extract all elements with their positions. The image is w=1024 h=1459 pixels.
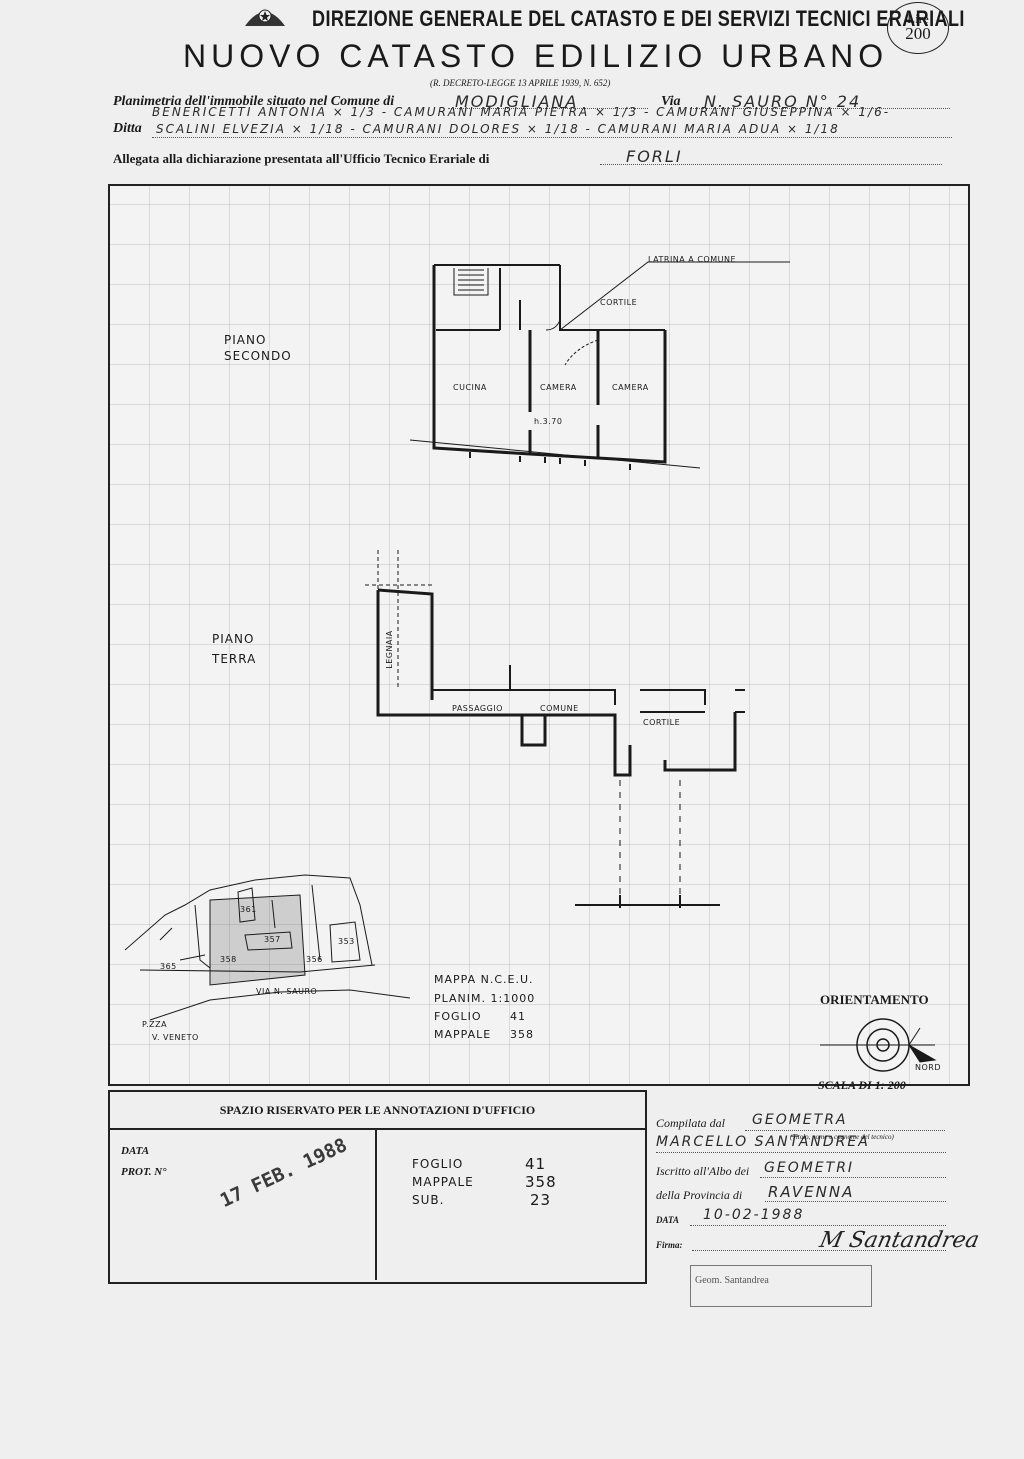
compiler-name-hint: (Titolo, nome e cognome del tecnico) [790,1133,894,1141]
foglio-map-value: 41 [510,1010,526,1023]
compiler-data-value: 10-02-1988 [703,1207,805,1223]
floor-plan-area [108,184,970,1086]
comune-line [448,108,648,109]
parcel-358: 358 [220,955,237,964]
height-label: h.3.70 [534,417,563,426]
office-box-title: SPAZIO RISERVATO PER LE ANNOTAZIONI D'UF… [110,1092,645,1130]
provincia-line [765,1201,946,1202]
office-sub-value: 23 [530,1191,552,1209]
compiler-data-label: DATA [656,1215,680,1225]
albo-value: GEOMETRI [764,1160,855,1176]
scale-label: SCALA DI 1: 200 [818,1078,906,1092]
parcel-361: 361 [240,905,257,914]
firma-line [692,1250,946,1251]
street-label: VIA N. SAURO [256,987,318,996]
office-mappale-label: MAPPALE [412,1175,474,1189]
ufficio-value: FORLI [626,147,683,166]
office-box-divider [375,1130,377,1280]
office-sub-label: SUB. [412,1193,445,1207]
firma-label: Firma: [656,1240,683,1250]
cortile-top-label: CORTILE [600,298,638,307]
albo-line [760,1177,946,1178]
piano-secondo-label-2: SECONDO [224,349,292,363]
piano-terra-label-2: TERRA [212,652,257,666]
comune-value: MODIGLIANA [455,92,579,111]
legnaia-label: LEGNAIA [384,630,394,669]
office-foglio-label: FOGLIO [412,1157,464,1171]
via-value: N. SAURO N° 24 [704,92,862,111]
office-foglio-value: 41 [525,1155,547,1173]
parcel-365: 365 [160,962,177,971]
signature: M Santandrea [817,1228,982,1253]
mappale-map-label: MAPPALE [434,1028,492,1041]
compiler-name: MARCELLO SANTANDREA [656,1134,870,1150]
piazza-label-1: P.ZZA [142,1020,168,1029]
latrina-label: LATRINA A COMUNE [648,255,736,264]
via-label: Via [661,94,681,109]
owners-line-2: SCALINI ELVEZIA × 1/18 - CAMURANI DOLORE… [156,122,840,136]
cortile-bottom-label: CORTILE [643,718,681,727]
owners-line-1: BENERICETTI ANTONIA × 1/3 - CAMURANI MAR… [152,105,891,119]
office-annotations-box: SPAZIO RISERVATO PER LE ANNOTAZIONI D'UF… [108,1090,647,1284]
orientation-title: ORIENTAMENTO [820,992,929,1007]
mappale-map-value: 358 [510,1028,534,1041]
document-title: NUOVO CATASTO EDILIZIO URBANO [183,38,889,74]
parcel-357: 357 [264,935,281,944]
compilata-label: Compilata dal [656,1116,726,1130]
fee-label: Lire [907,11,929,26]
via-line [690,108,950,109]
surveyor-stamp-text: Geom. Santandrea [695,1275,769,1286]
republic-emblem-icon [245,9,285,26]
piano-terra-label-1: PIANO [212,632,255,646]
piano-secondo-label-1: PIANO [224,333,267,347]
agency-heading: DIREZIONE GENERALE DEL CATASTO E DEI SER… [312,6,965,31]
albo-label: Iscritto all'Albo dei [656,1164,750,1178]
nord-label: NORD [915,1063,941,1072]
office-mappale-value: 358 [525,1173,557,1191]
camera-label-1: CAMERA [540,383,577,392]
fee-value: 200 [905,24,931,43]
parcel-353: 353 [338,937,355,946]
mappa-label: MAPPA N.C.E.U. [434,973,534,986]
compilata-line [745,1130,945,1131]
compiler-data-line [690,1225,946,1226]
scale-value: 200 [887,1078,906,1092]
piazza-label-2: V. VENETO [152,1033,199,1042]
comune-label: COMUNE [540,704,579,713]
office-data-label: DATA [121,1145,150,1157]
passaggio-label: PASSAGGIO [452,704,503,713]
fee-stamp: Lire 200 [887,2,949,54]
foglio-map-label: FOGLIO [434,1010,482,1023]
planim-label: PLANIM. 1:1000 [434,992,536,1005]
provincia-label: della Provincia di [656,1188,743,1202]
provincia-value: RAVENNA [768,1183,855,1201]
office-prot-label: PROT. N° [121,1166,167,1178]
cucina-label: CUCINA [453,383,487,392]
ditta-label: Ditta [113,121,142,136]
surveyor-stamp-box [690,1265,872,1307]
plan-label: Planimetria dell'immobile situato nel Co… [113,94,395,109]
compiler-name-line [656,1152,946,1153]
compiler-title: GEOMETRA [752,1112,848,1128]
parcel-356: 356 [306,955,323,964]
decree-reference: (R. DECRETO-LEGGE 13 APRILE 1939, N. 652… [430,78,611,88]
allegata-label: Allegata alla dichiarazione presentata a… [113,151,490,166]
ufficio-line [600,164,942,165]
camera-label-2: CAMERA [612,383,649,392]
ditta-line [152,137,952,138]
